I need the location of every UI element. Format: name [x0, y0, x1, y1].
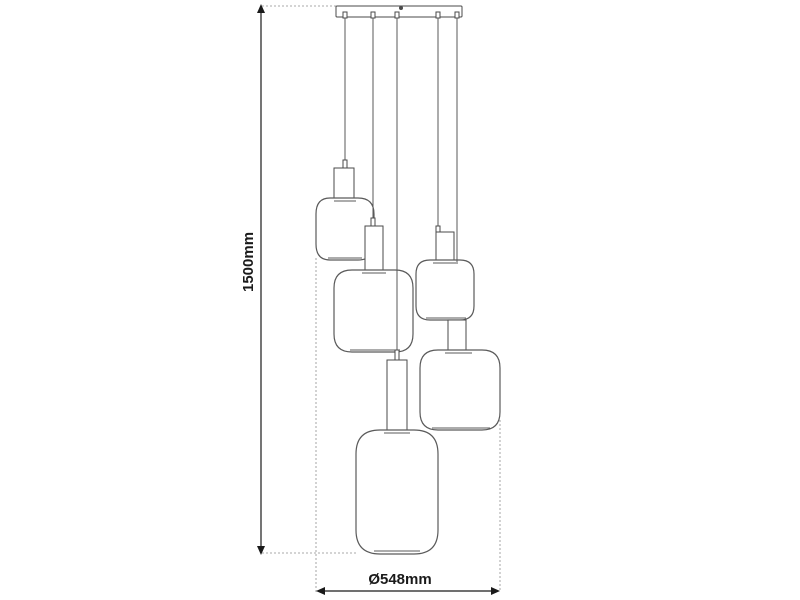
diameter-dimension: Ø548mm: [316, 571, 500, 595]
guide-lines: [262, 5, 501, 592]
pendant-4: [415, 18, 475, 321]
pendant-2: [333, 18, 414, 353]
ceiling-canopy: [335, 5, 463, 19]
height-dimension: 1500mm: [240, 4, 265, 555]
pendant-5: [419, 18, 501, 431]
height-label: 1500mm: [240, 232, 257, 292]
pendant-3: [355, 18, 439, 555]
diameter-label: Ø548mm: [368, 571, 431, 588]
pendant-1: [315, 18, 375, 261]
